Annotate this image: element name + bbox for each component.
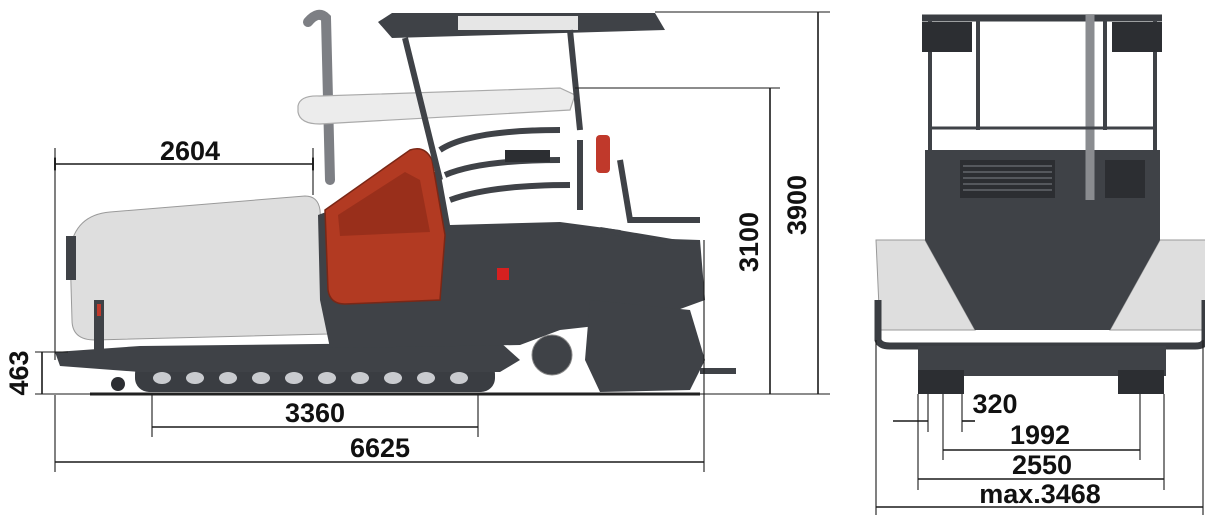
operator-seat	[505, 150, 550, 162]
rear-view: 320 1992 2550 max.3468	[874, 14, 1205, 515]
dim-overall-height: 3900	[782, 175, 812, 235]
dim-canopy-lowered-height: 3100	[734, 212, 764, 272]
dim-hopper-length: 2604	[160, 136, 220, 166]
red-indicator	[497, 268, 509, 280]
dim-hopper-height: 463	[4, 350, 34, 395]
canopy-lowered	[297, 87, 576, 125]
push-roller	[111, 377, 125, 391]
side-view: 2604 463 3360 6625 3100 3900	[4, 9, 830, 472]
canopy-light-right	[1112, 22, 1162, 52]
canopy-posts	[928, 20, 1157, 150]
dim-overall-length: 6625	[350, 433, 410, 463]
lower-chassis	[55, 342, 520, 372]
dim-base-width: 2550	[1012, 450, 1072, 480]
dim-track-width: 320	[972, 389, 1017, 419]
hopper-light	[66, 236, 76, 280]
screed	[585, 300, 705, 392]
dim-track-length: 3360	[285, 398, 345, 428]
rear-grille-right	[1105, 160, 1145, 198]
rear-track-right	[1118, 370, 1164, 394]
exhaust-stack	[303, 9, 335, 185]
canopy-light-left	[922, 22, 972, 52]
rear-track-left	[918, 370, 964, 394]
dim-gauge: 1992	[1010, 420, 1070, 450]
fire-extinguisher	[596, 135, 610, 173]
hopper	[69, 195, 329, 341]
dim-max-width: max.3468	[979, 479, 1101, 509]
auger	[531, 334, 573, 376]
